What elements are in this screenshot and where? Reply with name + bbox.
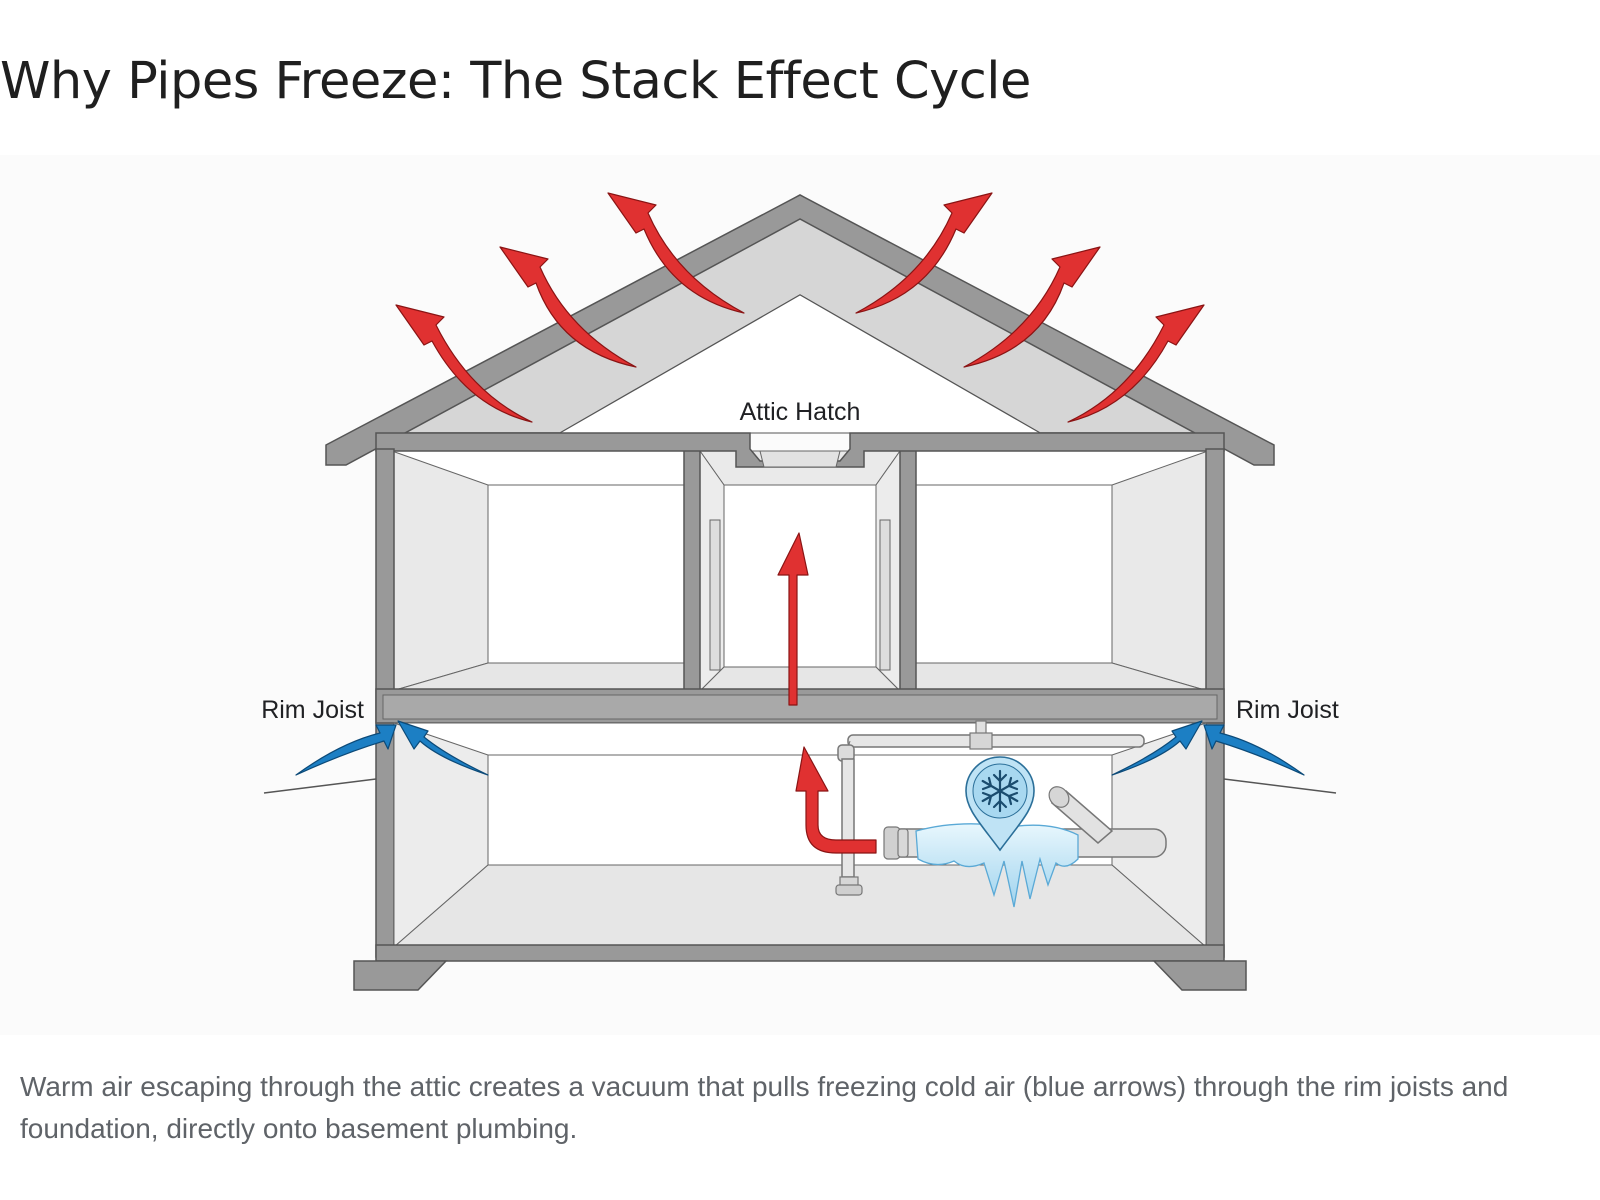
supply-pipe — [847, 734, 1145, 748]
attic-hatch-label: Attic Hatch — [740, 398, 861, 426]
warm-air-arrow-roof-left-2 — [499, 246, 637, 368]
snowflake-icon — [981, 769, 1019, 813]
upper-floor — [391, 448, 1209, 694]
attic-hatch — [759, 450, 841, 468]
pipe-cap — [835, 884, 863, 896]
partition-right — [899, 448, 917, 694]
hallway — [723, 484, 877, 668]
partition-left — [683, 448, 701, 694]
cold-air-arrow-left-outer — [295, 724, 397, 776]
basement-floor — [392, 864, 1208, 948]
ground-line-right — [1223, 778, 1337, 794]
attic-floor — [375, 432, 1225, 468]
door-frame-right — [879, 519, 891, 671]
attic-space — [558, 294, 1042, 434]
warm-air-arrow-basement — [795, 746, 877, 854]
warm-air-arrow-roof-right-3 — [1067, 304, 1205, 423]
pipe-coupling — [897, 828, 909, 858]
freeze-marker — [965, 756, 1035, 852]
cold-air-arrow-right-outer — [1203, 724, 1305, 776]
roof-frame — [325, 194, 1275, 466]
cold-air-arrows — [295, 720, 1305, 776]
warm-air-arrow-roof-left-3 — [607, 192, 745, 314]
page-title: Why Pipes Freeze: The Stack Effect Cycle — [0, 52, 1031, 111]
footing-left — [353, 960, 448, 991]
vertical-pipe — [841, 758, 855, 878]
warm-air-arrows — [395, 192, 1205, 854]
left-room-wall — [391, 450, 489, 692]
warm-air-arrow-roof-left-1 — [395, 304, 533, 423]
right-room-wall — [1111, 450, 1209, 692]
diagram-caption: Warm air escaping through the attic crea… — [20, 1071, 1509, 1144]
rim-joist-label-left: Rim Joist — [261, 696, 364, 724]
ground-line-left — [263, 778, 377, 794]
warm-air-arrow-center — [777, 532, 809, 706]
foundation — [353, 944, 1247, 991]
basement-plumbing — [835, 720, 1167, 908]
cold-air-arrow-left-inner — [397, 720, 489, 776]
footing-right — [1152, 960, 1247, 991]
stack-effect-diagram: Attic Hatch Rim Joist Rim Joist — [0, 155, 1600, 1035]
rim-joist-label-right: Rim Joist — [1236, 696, 1339, 724]
warm-air-arrow-roof-right-2 — [963, 246, 1101, 368]
warm-air-arrow-roof-right-1 — [855, 192, 993, 314]
cold-air-arrow-right-inner — [1111, 720, 1203, 776]
door-frame-left — [709, 519, 721, 671]
pipe-tee — [969, 732, 993, 750]
